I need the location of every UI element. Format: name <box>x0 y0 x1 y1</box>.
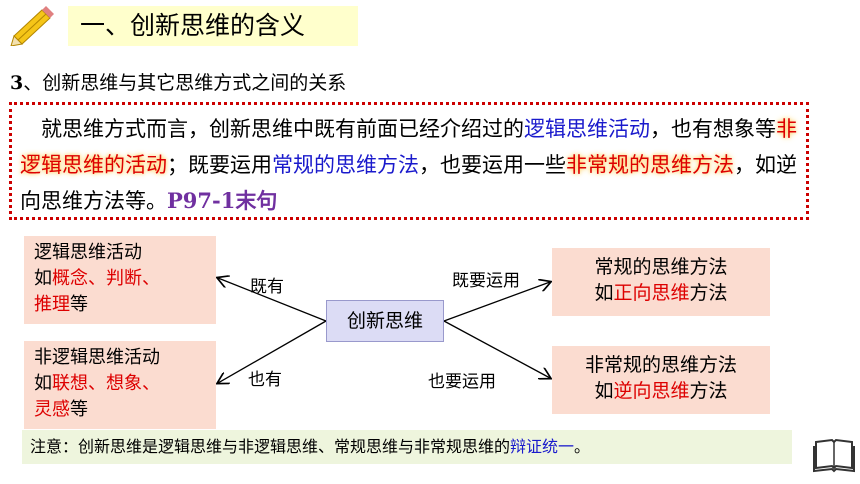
irregular-box-example: 逆向思维 <box>613 380 690 402</box>
regular-box-prefix: 如 <box>594 282 614 304</box>
logic-box-examples-2: 推理 <box>34 294 70 315</box>
para-highlight-logic: 逻辑思维活动 <box>524 117 650 141</box>
label-yeyao: 也要运用 <box>428 372 496 392</box>
nonlogic-box-examples-2: 灵感 <box>34 399 70 420</box>
label-jiyao: 既要运用 <box>452 271 520 291</box>
para-text-3: ；既要运用 <box>167 153 272 177</box>
logic-box-examples: 概念、判断、 <box>52 268 160 289</box>
regular-method-box: 常规的思维方法 如正向思维方法 <box>552 248 770 316</box>
section-subtitle-text: 、创新思维与其它思维方式之间的关系 <box>23 72 347 94</box>
page-reference: P97-1末句 <box>167 188 278 213</box>
nonlogic-box-title: 非逻辑思维活动 <box>34 347 160 368</box>
para-highlight-irregular: 非常规的思维方法 <box>566 153 734 177</box>
irregular-box-suffix: 方法 <box>689 380 728 402</box>
nonlogic-box-suffix: 等 <box>70 399 88 420</box>
note-text: 注意：创新思维是逻辑思维与非逻辑思维、常规思维与非常规思维的 <box>30 437 511 456</box>
para-text-4: ，也要运用一些 <box>419 153 566 177</box>
para-text-5: ，如逆向思维方法等。 <box>20 153 797 213</box>
logic-thinking-box: 逻辑思维活动 如概念、判断、 推理等 <box>24 236 216 324</box>
regular-box-title: 常规的思维方法 <box>594 256 728 278</box>
pencil-icon <box>10 6 54 46</box>
para-text-1: 就思维方式而言，创新思维中既有前面已经介绍过的 <box>41 117 524 141</box>
section-number: 3 <box>10 72 24 94</box>
para-text-2: ，也有想象等 <box>650 117 776 141</box>
note-highlight: 辩证统一 <box>510 437 575 456</box>
irregular-box-prefix: 如 <box>594 380 614 402</box>
irregular-method-box: 非常规的思维方法 如逆向思维方法 <box>552 346 770 414</box>
label-jiyou: 既有 <box>250 277 284 297</box>
note-end: 。 <box>574 437 591 456</box>
nonlogic-box-examples: 联想、想象、 <box>52 373 160 394</box>
nonlogic-thinking-box: 非逻辑思维活动 如联想、想象、 灵感等 <box>24 341 216 429</box>
para-highlight-regular: 常规的思维方法 <box>272 153 419 177</box>
note-bar: 注意：创新思维是逻辑思维与非逻辑思维、常规思维与非常规思维的辩证统一。 <box>22 430 792 464</box>
regular-box-suffix: 方法 <box>689 282 728 304</box>
para-highlight-nonlogic: 非逻辑思维的活动 <box>20 117 797 177</box>
explanation-paragraph: 就思维方式而言，创新思维中既有前面已经介绍过的逻辑思维活动，也有想象等非逻辑思维… <box>9 102 809 220</box>
section-subtitle: 3、创新思维与其它思维方式之间的关系 <box>10 68 346 95</box>
book-icon[interactable] <box>812 434 856 474</box>
logic-box-suffix: 等 <box>70 294 88 315</box>
regular-box-example: 正向思维 <box>613 282 690 304</box>
page-title: 一、创新思维的含义 <box>68 6 358 46</box>
logic-box-prefix: 如 <box>34 268 52 289</box>
label-yeyou: 也有 <box>248 370 282 390</box>
center-node-innovative-thinking: 创新思维 <box>326 300 444 342</box>
irregular-box-title: 非常规的思维方法 <box>584 354 737 376</box>
nonlogic-box-prefix: 如 <box>34 373 52 394</box>
logic-box-title: 逻辑思维活动 <box>34 242 142 263</box>
